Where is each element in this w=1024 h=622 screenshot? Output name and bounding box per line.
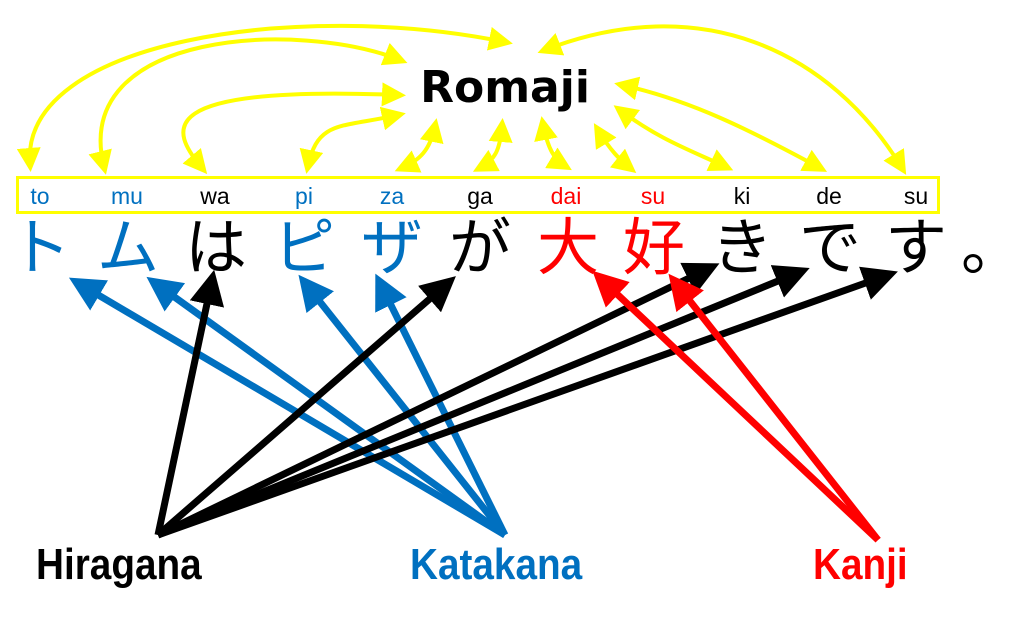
romaji-mu: mu bbox=[111, 183, 143, 209]
kana-wa: は bbox=[184, 211, 247, 284]
romaji-ga: ga bbox=[467, 183, 493, 209]
romaji-de: de bbox=[816, 183, 842, 209]
romaji-title: Romaji bbox=[420, 62, 590, 113]
romaji-ki: ki bbox=[733, 183, 751, 209]
romaji-dai: dai bbox=[550, 183, 582, 209]
kana-pi: ピ bbox=[272, 211, 335, 284]
kana-ki: き bbox=[710, 211, 773, 284]
kanji-arrows bbox=[592, 270, 881, 543]
kana-za: ザ bbox=[360, 211, 423, 284]
kana-ga: が bbox=[448, 211, 511, 284]
romaji-su-kanji: su bbox=[640, 183, 666, 209]
kana-to: ト bbox=[8, 211, 71, 284]
kanji-dai: 大 bbox=[536, 211, 599, 284]
kana-su: す bbox=[884, 211, 947, 284]
katakana-arrows bbox=[68, 273, 509, 539]
romaji-za: za bbox=[379, 183, 405, 209]
romaji-to: to bbox=[30, 183, 50, 209]
label-katakana: Katakana bbox=[410, 540, 583, 589]
romaji-wa: wa bbox=[200, 183, 230, 209]
label-hiragana: Hiragana bbox=[36, 540, 202, 589]
kana-de: で bbox=[798, 211, 861, 284]
romaji-pi: pi bbox=[295, 183, 313, 209]
hiragana-arrows bbox=[154, 262, 898, 539]
label-kanji: Kanji bbox=[813, 540, 908, 589]
romaji-su: su bbox=[903, 183, 929, 209]
kanji-su: 好 bbox=[622, 211, 685, 284]
romaji-arrows bbox=[16, 23, 907, 175]
kana-period: 。 bbox=[960, 211, 1023, 284]
romaji-box bbox=[16, 176, 940, 214]
kana-mu: ム bbox=[96, 211, 159, 284]
